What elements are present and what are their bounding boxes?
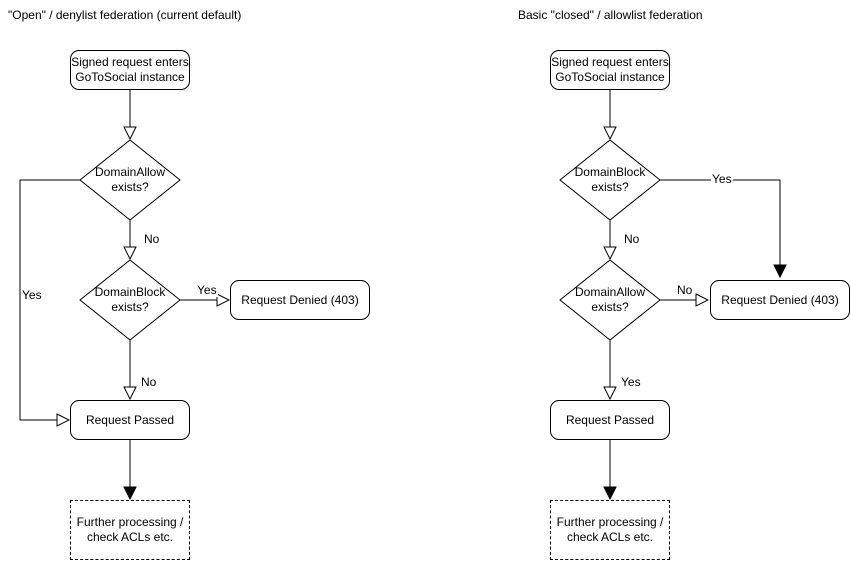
- right-start-node: Signed request enters GoToSocial instanc…: [550, 50, 670, 90]
- left-denied-node: Request Denied (403): [230, 280, 370, 320]
- right-further-processing-node: Further processing / check ACLs etc.: [550, 500, 670, 560]
- right-decision2-label: DomainAllow exists?: [574, 285, 646, 314]
- left-further-processing-node: Further processing / check ACLs etc.: [70, 500, 190, 560]
- right-edge-decision1-yes-to-denied: [660, 179, 780, 277]
- left-decision2-no-label: No: [140, 375, 158, 389]
- left-passed-node: Request Passed: [70, 400, 190, 440]
- left-edge-decision1-yes-to-passed: [19, 179, 80, 420]
- right-decision2-diamond: [559, 259, 661, 341]
- right-decision1-no-label: No: [623, 232, 641, 246]
- left-decision1-label: DomainAllow exists?: [94, 165, 166, 194]
- right-passed-node: Request Passed: [550, 400, 670, 440]
- left-chart-title: "Open" / denylist federation (current de…: [8, 8, 242, 22]
- left-decision2-label: DomainBlock exists?: [94, 285, 166, 314]
- left-start-node: Signed request enters GoToSocial instanc…: [70, 50, 190, 90]
- right-chart-title: Basic "closed" / allowlist federation: [518, 8, 703, 22]
- right-decision2-no-label: No: [676, 283, 694, 297]
- left-decision2-diamond: [79, 259, 181, 341]
- right-denied-node: Request Denied (403): [710, 280, 850, 320]
- right-decision2-yes-label: Yes: [620, 375, 642, 389]
- right-decision1-yes-label: Yes: [711, 172, 733, 186]
- right-decision1-label: DomainBlock exists?: [574, 165, 646, 194]
- left-decision2-yes-label: Yes: [196, 283, 218, 297]
- left-decision1-diamond: [79, 139, 181, 221]
- left-decision1-no-label: No: [143, 232, 161, 246]
- right-decision1-diamond: [559, 139, 661, 221]
- left-decision1-yes-label: Yes: [21, 288, 43, 302]
